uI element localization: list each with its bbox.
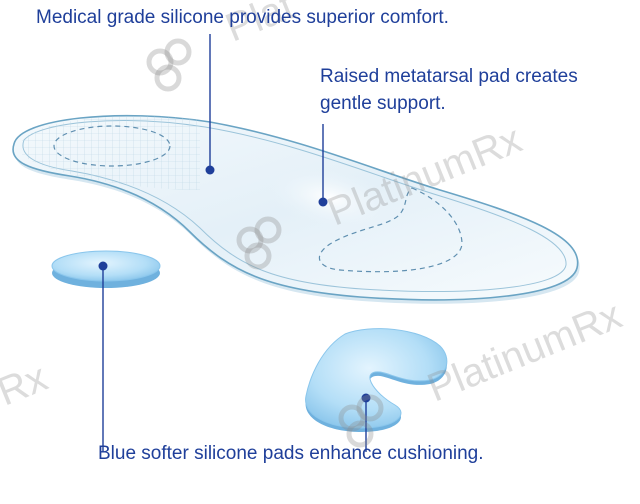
metatarsal-pad-highlight (261, 163, 399, 233)
callout-metatarsal-line-1: Raised metatarsal pad creates (320, 66, 578, 87)
round-cushion-pad (51, 250, 161, 288)
heel-mesh-texture (22, 116, 200, 190)
leader-dot-round-pad (98, 261, 108, 271)
leader-dot-crescent-pad (361, 393, 371, 403)
callout-metatarsal-line-2: gentle support. (320, 93, 446, 114)
crescent-cushion-pad (305, 328, 448, 432)
insole-rim (22, 120, 567, 292)
leader-dot-middle (318, 197, 328, 207)
callout-blue-pads: Blue softer silicone pads enhance cushio… (98, 443, 484, 464)
linked-rings-icon (146, 38, 384, 448)
insole (12, 114, 580, 304)
leader-lines (98, 34, 371, 452)
leader-dot-top (205, 165, 215, 175)
heel-dashed-zone (53, 125, 171, 167)
callout-silicone-comfort: Medical grade silicone provides superior… (36, 7, 449, 28)
callout-metatarsal-pad: Raised metatarsal pad creates gentle sup… (320, 63, 578, 117)
